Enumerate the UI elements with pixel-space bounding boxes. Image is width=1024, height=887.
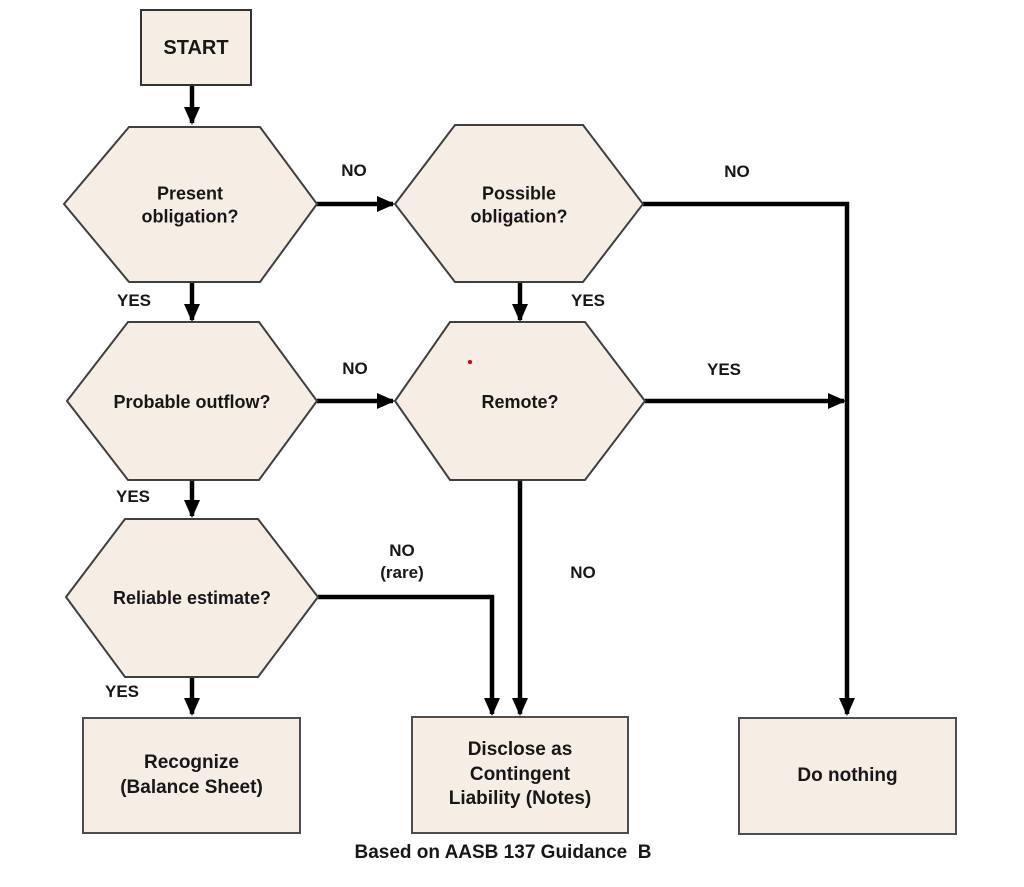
edge-label-possible-no: NO [724, 161, 750, 181]
edge-reliable-no-to-disclose [318, 594, 500, 716]
edge-label-possible-yes: YES [570, 290, 606, 310]
recognize-outcome-node: Recognize (Balance Sheet) [82, 717, 301, 834]
reliable-estimate-hexagon [64, 518, 320, 678]
disclose-outcome-node: Disclose as Contingent Liability (Notes) [411, 716, 629, 834]
edge-label-reliable-yes: YES [104, 681, 140, 701]
possible-obligation-hexagon [393, 124, 645, 283]
red-dot-artifact [468, 360, 472, 364]
caption: Based on AASB 137 Guidance B [354, 842, 652, 863]
probable-outflow-hexagon [65, 321, 319, 481]
edge-label-probable-yes: YES [115, 486, 151, 506]
edge-label-reliable-no-rare: NO (rare) [380, 540, 424, 582]
present-obligation-hexagon [62, 126, 319, 283]
edge-label-present-yes: YES [116, 290, 152, 310]
edge-label-remote-yes: YES [706, 359, 742, 379]
edge-label-present-no: NO [341, 160, 367, 180]
start-node: START [140, 9, 252, 86]
do-nothing-outcome-node: Do nothing [738, 717, 957, 835]
edge-possible-no-to-do-nothing [643, 201, 855, 716]
remote-hexagon [393, 321, 647, 481]
edge-label-remote-no: NO [570, 562, 596, 582]
edge-label-probable-no: NO [342, 358, 368, 378]
